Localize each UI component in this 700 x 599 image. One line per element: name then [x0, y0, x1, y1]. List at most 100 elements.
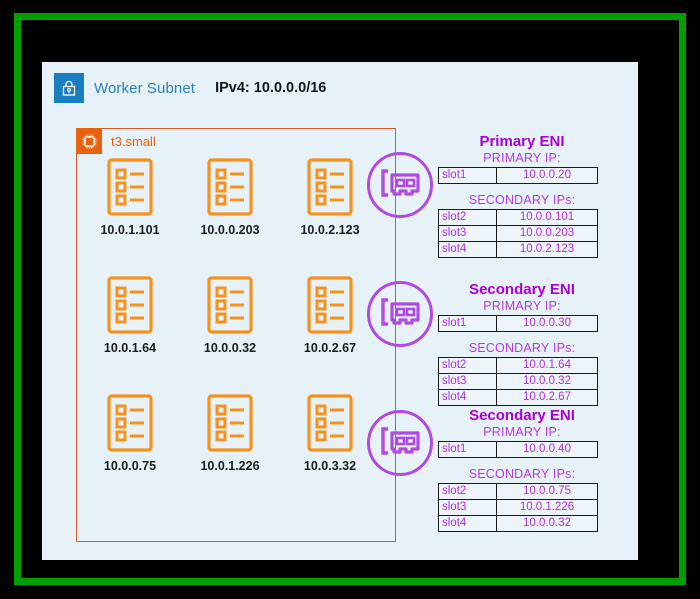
lock-icon: [54, 73, 84, 103]
worker-subnet-panel: [42, 62, 638, 560]
slot-label: slot4: [438, 241, 497, 258]
eni-title: Primary ENI: [479, 133, 565, 150]
secondary-ips-heading: SECONDARY IPs:: [468, 467, 576, 481]
subnet-title: Worker Subnet: [94, 79, 196, 97]
network-interface-card-icon: [378, 421, 422, 466]
pod-cell[interactable]: 10.0.3.32: [282, 394, 378, 504]
pod-cell[interactable]: 10.0.0.32: [182, 276, 278, 386]
pod-ip-label: 10.0.1.226: [200, 459, 260, 473]
secondary-ips-heading: SECONDARY IPs:: [468, 193, 576, 207]
pod-cell[interactable]: 10.0.0.203: [182, 158, 278, 268]
ip-address-value: 10.0.2.67: [496, 389, 598, 406]
pod-list-icon: [207, 158, 253, 216]
ipv4-label: IPv4:: [215, 80, 250, 96]
ip-address-value: 10.0.0.101: [496, 209, 598, 226]
slot-label: slot3: [438, 373, 497, 390]
ip-address-value: 10.0.0.32: [496, 515, 598, 532]
pod-ip-label: 10.0.2.123: [300, 223, 360, 237]
primary-ip-heading: PRIMARY IP:: [483, 299, 561, 313]
pod-row: 10.0.1.64 10.0.0.32 10.0.2.67: [80, 276, 380, 386]
pod-ip-label: 10.0.3.32: [303, 459, 357, 473]
eni-icon-circle[interactable]: [367, 410, 433, 476]
slot-label: slot4: [438, 515, 497, 532]
pod-list-icon: [307, 394, 353, 452]
secondary-ips-heading: SECONDARY IPs:: [468, 341, 576, 355]
slot-label: slot2: [438, 357, 497, 374]
pod-cell[interactable]: 10.0.2.67: [282, 276, 378, 386]
pod-cell[interactable]: 10.0.1.101: [82, 158, 178, 268]
pod-list-icon: [207, 276, 253, 334]
pod-cell[interactable]: 10.0.1.226: [182, 394, 278, 504]
slot-label: slot2: [438, 209, 497, 226]
eni-icon-circle[interactable]: [367, 152, 433, 218]
pod-ip-label: 10.0.0.203: [200, 223, 260, 237]
subnet-ipv4: IPv4: 10.0.0.0/16: [215, 80, 326, 96]
pod-list-icon: [107, 394, 153, 452]
ip-address-value: 10.0.0.75: [496, 483, 598, 500]
ip-address-value: 10.0.1.226: [496, 499, 598, 516]
ip-address-value: 10.0.1.64: [496, 357, 598, 374]
pod-ip-label: 10.0.1.101: [100, 223, 160, 237]
pod-ip-label: 10.0.0.32: [203, 341, 257, 355]
ip-address-value: 10.0.0.30: [496, 315, 598, 332]
ip-address-value: 10.0.0.40: [496, 441, 598, 458]
eni-title: Secondary ENI: [469, 407, 575, 424]
pod-row: 10.0.0.75 10.0.1.226 10.0.3.32: [80, 394, 380, 504]
slot-label: slot3: [438, 225, 497, 242]
pod-row: 10.0.1.101 10.0.0.203 10.0.2.123: [80, 158, 380, 268]
pod-ip-label: 10.0.1.64: [103, 341, 157, 355]
pod-ip-label: 10.0.0.75: [103, 459, 157, 473]
pod-ip-label: 10.0.2.67: [303, 341, 357, 355]
ip-address-value: 10.0.0.203: [496, 225, 598, 242]
slot-label: slot1: [438, 441, 497, 458]
pod-list-icon: [107, 158, 153, 216]
ipv4-value: 10.0.0.0/16: [253, 80, 327, 96]
ip-address-value: 10.0.0.20: [496, 167, 598, 184]
pod-list-icon: [207, 394, 253, 452]
pod-list-icon: [307, 276, 353, 334]
network-interface-card-icon: [378, 163, 422, 208]
pod-cell[interactable]: 10.0.2.123: [282, 158, 378, 268]
instance-type-label: t3.small: [111, 133, 156, 149]
primary-ip-heading: PRIMARY IP:: [483, 425, 561, 439]
slot-label: slot4: [438, 389, 497, 406]
cpu-chip-icon: [76, 128, 102, 154]
pod-cell[interactable]: 10.0.1.64: [82, 276, 178, 386]
ip-address-value: 10.0.0.32: [496, 373, 598, 390]
slot-label: slot1: [438, 167, 497, 184]
eni-icon-circle[interactable]: [367, 281, 433, 347]
pod-cell[interactable]: 10.0.0.75: [82, 394, 178, 504]
pod-list-icon: [307, 158, 353, 216]
slot-label: slot2: [438, 483, 497, 500]
eni-title: Secondary ENI: [469, 281, 575, 298]
slot-label: slot3: [438, 499, 497, 516]
outer-frame: [14, 13, 686, 585]
ip-address-value: 10.0.2.123: [496, 241, 598, 258]
primary-ip-heading: PRIMARY IP:: [483, 151, 561, 165]
slot-label: slot1: [438, 315, 497, 332]
network-interface-card-icon: [378, 292, 422, 337]
instance-tag: t3.small: [76, 128, 156, 154]
pod-list-icon: [107, 276, 153, 334]
